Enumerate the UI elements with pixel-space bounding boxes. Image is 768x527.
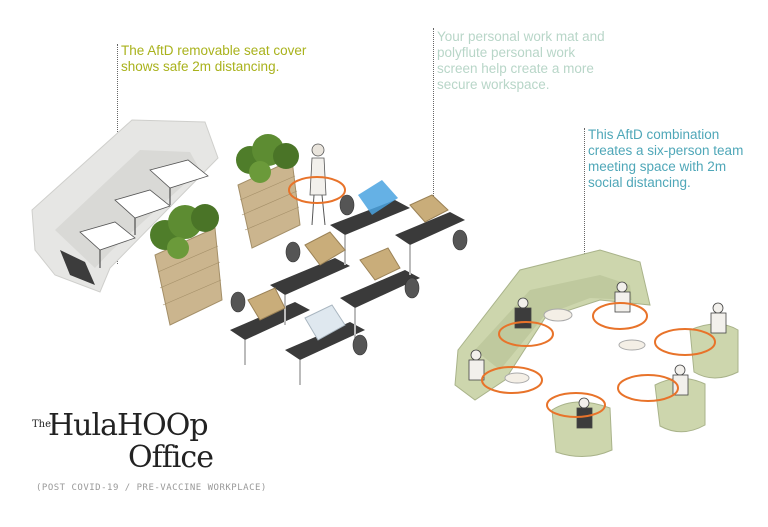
callout-combination: This AftD combination creates a six-pers… [588, 127, 744, 190]
lounge-sofa [454, 249, 651, 401]
planter-shelf-back [236, 134, 301, 249]
logo-hulahoop: HulaHOOp [48, 408, 209, 443]
logo-the: The [32, 419, 52, 430]
logo-subtitle: (POST COVID-19 / PRE-VACCINE WORKPLACE) [36, 483, 267, 493]
work-screens [247, 194, 449, 321]
callout-work-mat: Your personal work mat and polyflute per… [437, 29, 605, 92]
callout-seat-cover: The AftD removable seat cover shows safe… [121, 43, 307, 74]
logo-office: Office [128, 440, 214, 475]
leader-line-combination [584, 128, 585, 258]
office-chairs [230, 194, 468, 356]
leader-line-work-mat [433, 28, 434, 208]
booth-tables [79, 159, 209, 268]
clear-screen [304, 304, 346, 341]
planter-shelf-front [150, 204, 223, 326]
standing-person [309, 143, 327, 226]
desk-cluster [230, 200, 465, 360]
blue-screen [358, 180, 398, 215]
lounge-tables [504, 308, 646, 384]
distancing-rings [288, 176, 716, 418]
